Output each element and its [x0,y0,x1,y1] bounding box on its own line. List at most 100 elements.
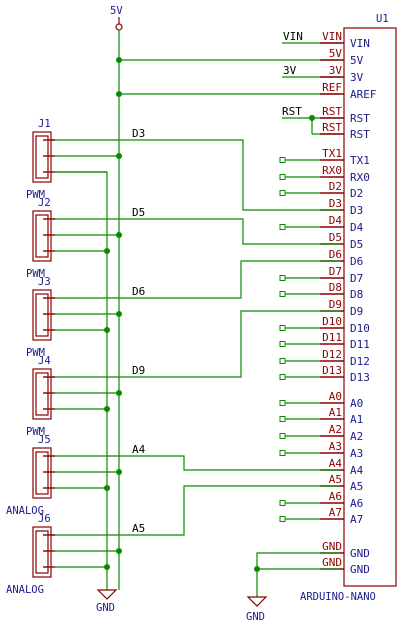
connector-ref: J5 [38,434,51,446]
module-pin-name: RST [350,112,370,125]
power-5v-label: 5V [110,5,123,17]
module-pin-label: D7 [329,265,342,278]
junction-5v [116,548,122,554]
module-pin-name: A3 [350,447,363,460]
module-pin-label: A3 [329,440,342,453]
net-d6-label: D6 [132,285,145,298]
module-pin-name: RX0 [350,171,370,184]
unconnected-pin-marker [279,400,286,406]
module-pin-label: D6 [329,248,342,261]
gnd-right-label: GND [246,611,265,623]
module-pin-label: A1 [329,406,342,419]
junction-gnd [104,248,110,254]
module-pin-label: VIN [322,30,342,43]
module-body [343,27,397,587]
net-d3-label: D3 [132,127,145,140]
connector-inner [35,135,49,179]
module-pin-label: D10 [322,315,342,328]
module-pin-name: RST [350,128,370,141]
connector-type: ANALOG [6,584,44,596]
connector-inner [35,372,49,416]
module-pin-label: RST [322,121,342,134]
module-pin-label: D4 [329,214,343,227]
module-pin-name: VIN [350,37,370,50]
module-pin-name: D12 [350,355,370,368]
unconnected-pin-marker [279,275,286,281]
module-pin-label: D13 [322,364,342,377]
module-pin-label: A4 [329,457,343,470]
unconnected-pin-marker [279,224,286,230]
junction-5v [116,232,122,238]
module-pin-label: A6 [329,490,342,503]
power-5v-symbol: 5V [110,5,123,31]
module-pin-name: D5 [350,238,363,251]
junction-gnd [104,485,110,491]
connector-ref: J3 [38,276,51,288]
module-pin-name: D11 [350,338,370,351]
unconnected-pin-marker [279,190,286,196]
junction-5v [116,311,122,317]
module-pin-name: A0 [350,397,363,410]
module-pin-name: 5V [350,54,364,67]
connector-inner [35,530,49,574]
module-pin-name: AREF [350,88,377,101]
unconnected-pin-marker [279,291,286,297]
junction-5v [116,390,122,396]
unconnected-pin-marker [279,433,286,439]
connector-ref: J4 [38,355,51,367]
module-pin-label: A0 [329,390,342,403]
net-a4-label: A4 [132,443,146,456]
module-pin-label: RX0 [322,164,342,177]
connector-inner [35,451,49,495]
module-pin-name: A7 [350,513,363,526]
connector-type: PWM [26,426,45,438]
connector-ref: J1 [38,118,51,130]
wire-d9 [43,310,340,378]
wire-d3 [43,139,340,211]
module-pin-label: D3 [329,197,342,210]
gnd-left-label: GND [96,602,115,614]
unconnected-pin-marker [279,416,286,422]
unconnected-pin-marker [279,174,286,180]
module-pin-label: A5 [329,473,342,486]
module-pin-name: D9 [350,305,363,318]
module-pin-label: D12 [322,348,342,361]
wire-a5 [43,485,340,536]
module-pin-name: GND [350,547,370,560]
module-pin-name: A5 [350,480,363,493]
module-pin-name: D13 [350,371,370,384]
gnd-left-symbol: GND [96,589,118,614]
connector-type: PWM [26,268,45,280]
module-pin-name: TX1 [350,154,370,167]
junction-5v [116,469,122,475]
module-pin-name: 3V [350,71,364,84]
module-pin-name: D4 [350,221,364,234]
gnd-right-symbol: GND [246,596,268,623]
junction-gnd [104,564,110,570]
module-pin-label: GND [322,556,342,569]
unconnected-pin-marker [279,516,286,522]
module-pin-name: GND [350,563,370,576]
module-pins: VINVIN5V5V3V3VREFAREFRSTRSTRSTRSTTX1TX1R… [279,30,377,576]
connector-inner [35,293,49,337]
module-pin-label: GND [322,540,342,553]
net-d9-label: D9 [132,364,145,377]
module-pin-label: D11 [322,331,342,344]
module-pin-name: D3 [350,204,363,217]
unconnected-pin-marker [279,358,286,364]
junction-gnd [104,406,110,412]
connector-type: PWM [26,347,45,359]
module-name: ARDUINO-NANO [300,591,376,603]
module-pin-name: A2 [350,430,363,443]
module-pin-name: D6 [350,255,363,268]
module-pin-label: 5V [329,47,343,60]
net-a5-label: A5 [132,522,145,535]
